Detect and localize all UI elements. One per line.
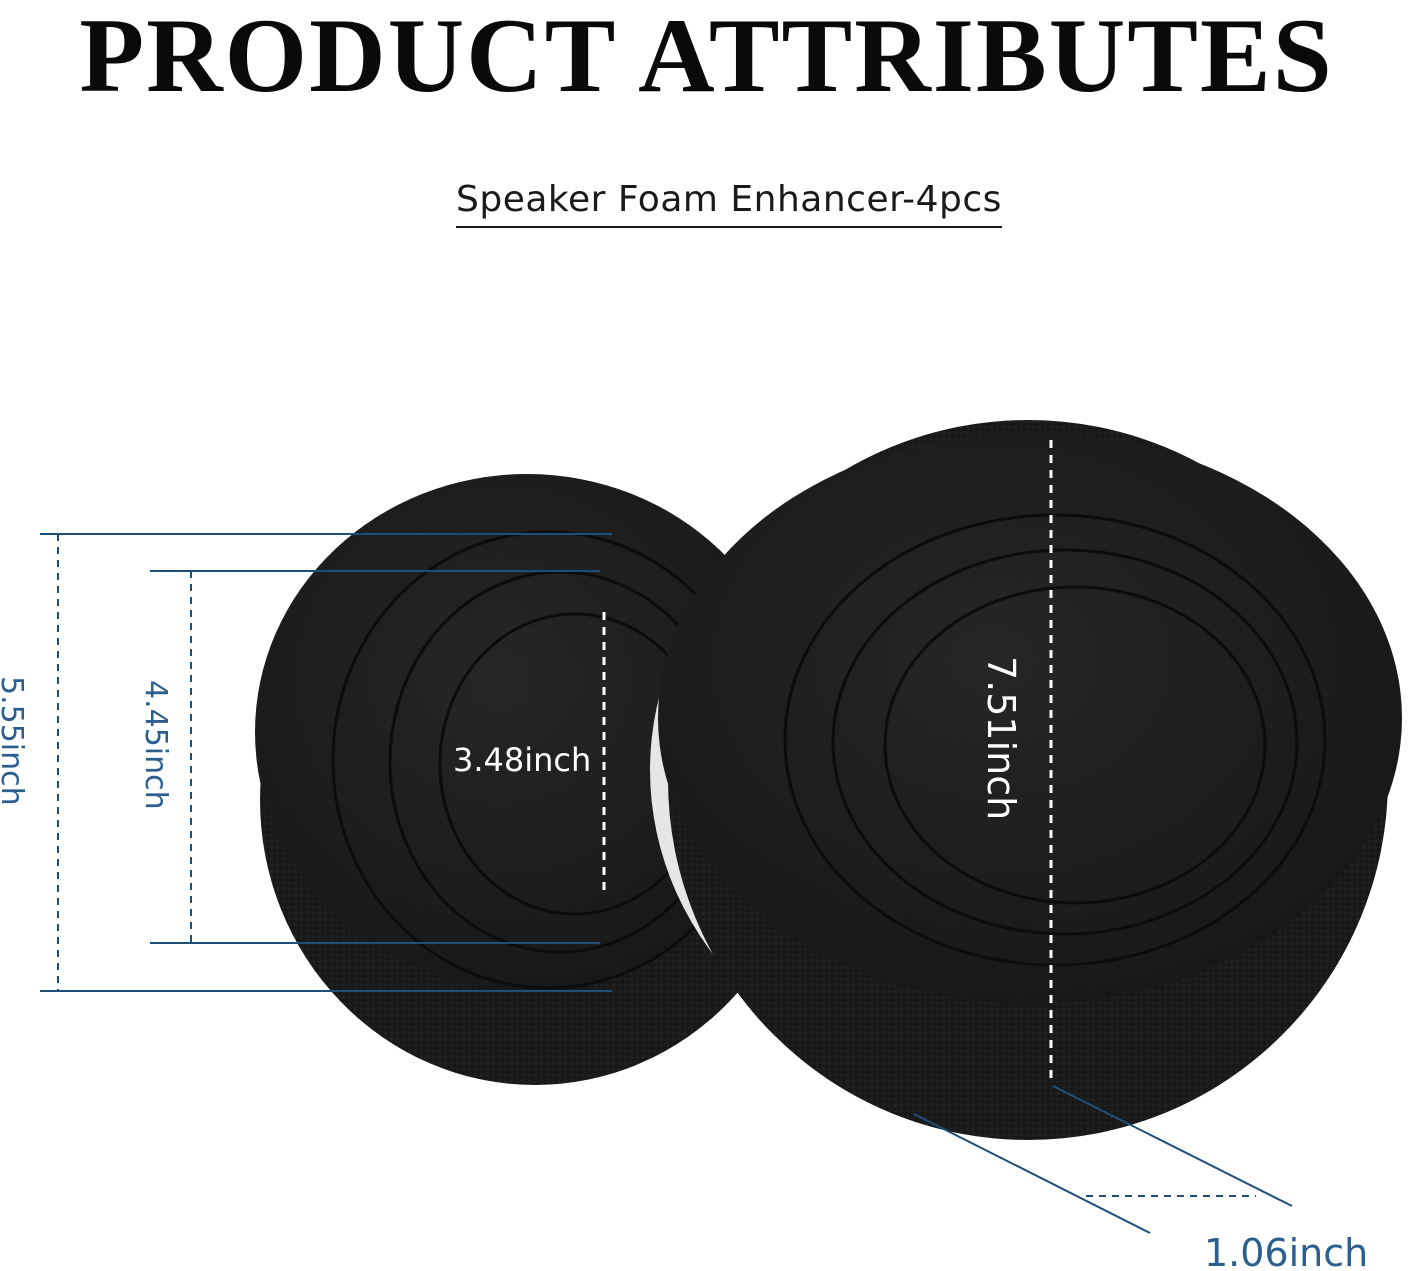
middle-diameter-label: 4.45inch	[138, 680, 173, 810]
right-ring-middle	[831, 548, 1299, 936]
right-disc-face	[658, 432, 1402, 1004]
left-dimension-lines	[40, 533, 612, 992]
page-title: PRODUCT ATTRIBUTES	[79, 0, 1334, 114]
subtitle-underline	[456, 226, 1002, 228]
right-diameter-label: 7.51inch	[979, 656, 1023, 820]
subtitle-text: Speaker Foam Enhancer-4pcs	[456, 179, 1002, 220]
left-foam-disc	[255, 474, 810, 1085]
right-foam-disc	[650, 420, 1402, 1140]
inner-diameter-label: 3.48inch	[453, 741, 591, 779]
thickness-label: 1.06inch	[1204, 1231, 1368, 1271]
thickness-leaders	[913, 1085, 1293, 1234]
outer-diameter-label: 5.55inch	[0, 676, 29, 806]
right-ring-inner	[883, 585, 1267, 905]
right-ring-outer	[783, 513, 1327, 967]
product-subtitle: Speaker Foam Enhancer-4pcs	[456, 176, 1002, 228]
